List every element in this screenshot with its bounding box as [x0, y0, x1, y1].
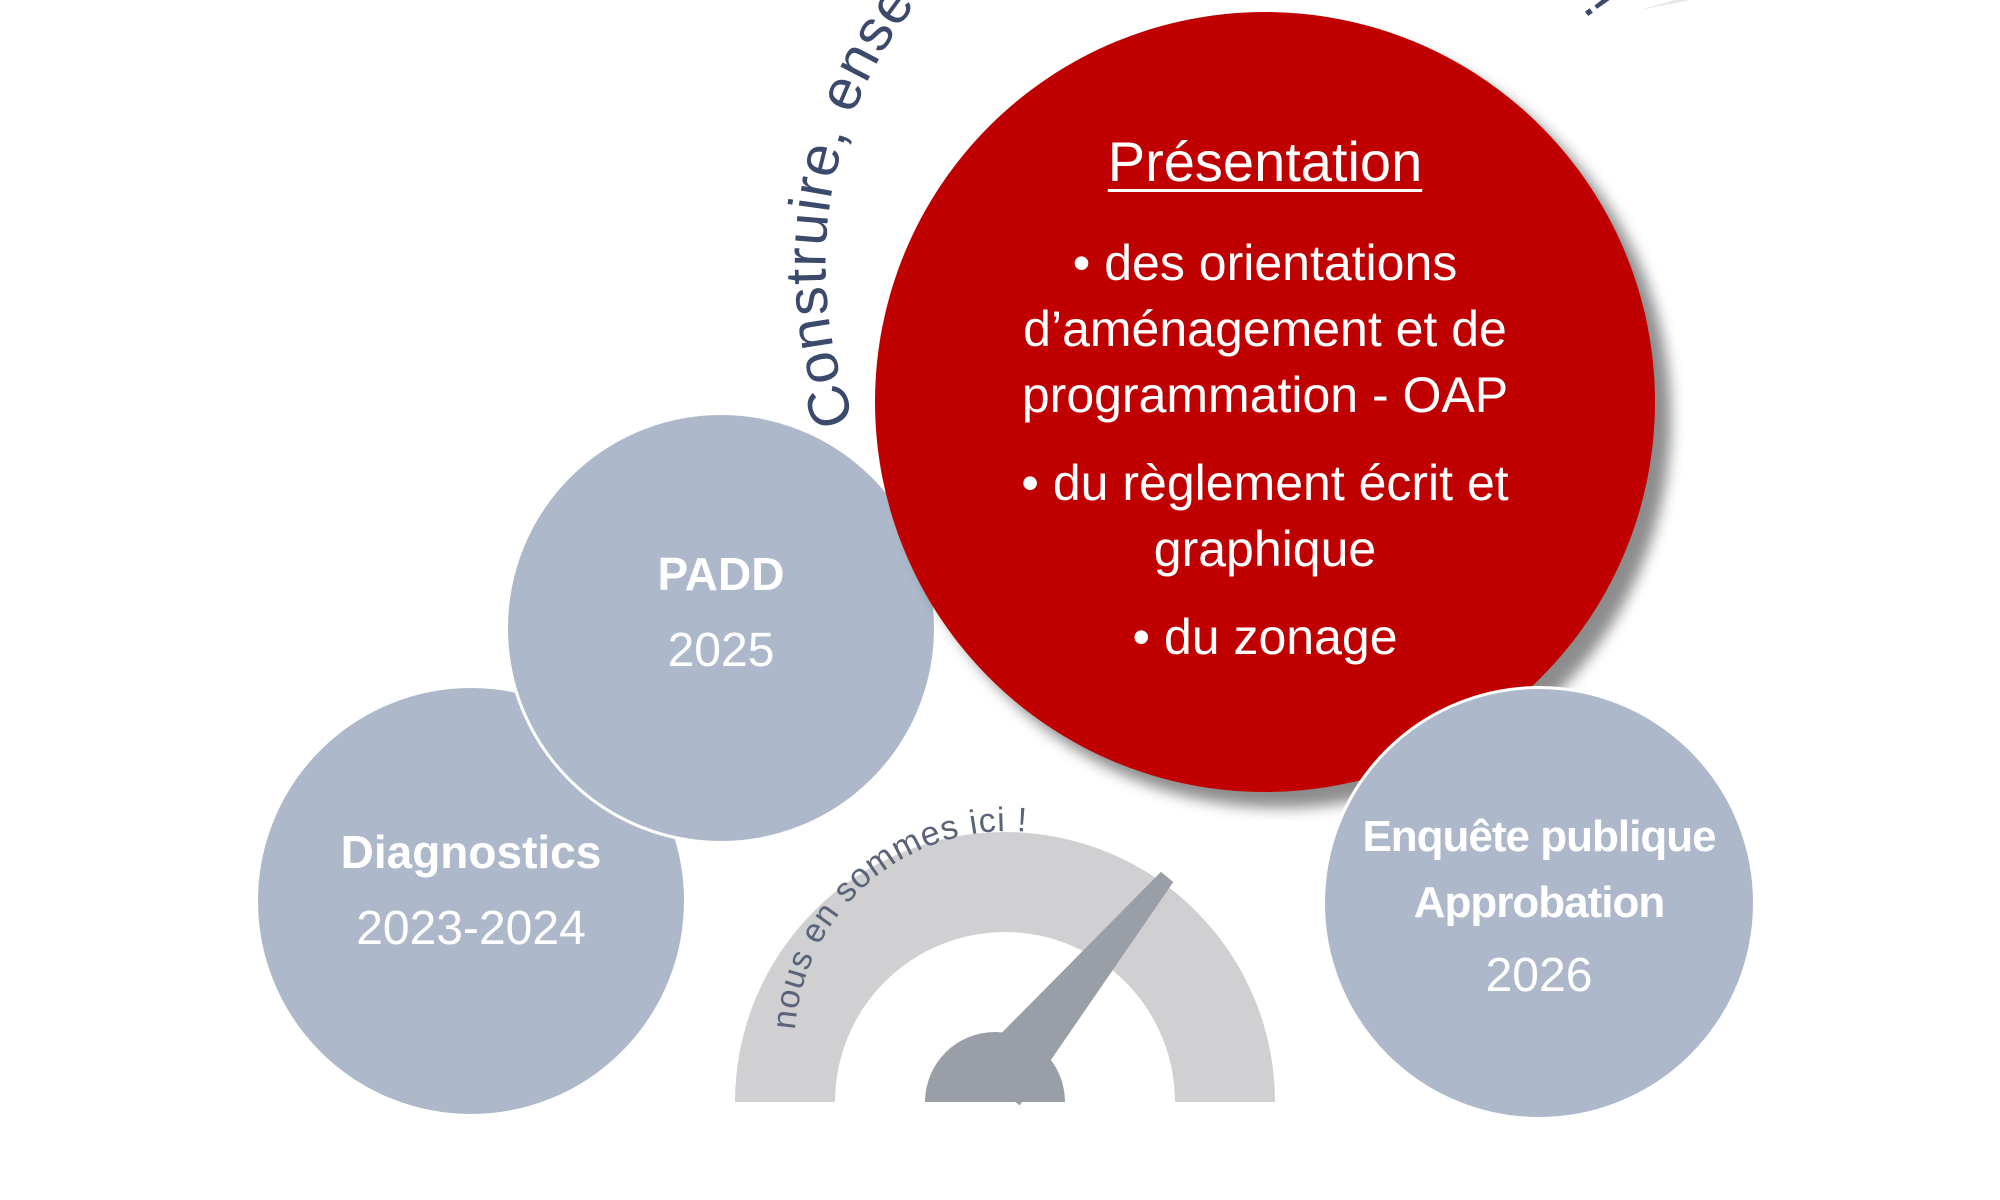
presentation-item-text: du zonage [1163, 609, 1398, 665]
gauge-needle [970, 871, 1174, 1106]
phase-diagnostics-title: Diagnostics [340, 826, 602, 879]
phase-enquete-title-line2: Approbation [1413, 877, 1666, 927]
decorative-arc [1640, 0, 1690, 10]
phase-padd-date: 2025 [667, 623, 775, 677]
phase-presentation: Présentation •des orientations d’aménage… [875, 12, 1655, 792]
presentation-item-text: du règlement écrit et graphique [1052, 455, 1509, 577]
bullet-icon: • [1132, 609, 1150, 665]
presentation-item-text: des orientations d’aménagement et de pro… [1021, 235, 1509, 423]
bullet-icon: • [1021, 455, 1039, 511]
presentation-item-zonage: •du zonage [985, 604, 1545, 670]
phase-padd-title: PADD [657, 548, 785, 601]
phase-enquete: Enquête publique Approbation 2026 [1322, 686, 1756, 1120]
presentation-item-oap: •des orientations d’aménagement et de pr… [985, 230, 1545, 428]
gauge-needle-shape [970, 871, 1174, 1106]
bullet-icon: • [1072, 235, 1091, 291]
presentation-title: Présentation [1107, 130, 1423, 193]
phase-enquete-date: 2026 [1485, 948, 1593, 1002]
presentation-item-reglement: •du règlement écrit et graphique [1015, 450, 1515, 582]
phase-diagnostics-date: 2023-2024 [356, 901, 586, 955]
phase-padd: PADD 2025 [505, 412, 937, 844]
phase-enquete-title-line1: Enquête publique [1362, 811, 1716, 861]
